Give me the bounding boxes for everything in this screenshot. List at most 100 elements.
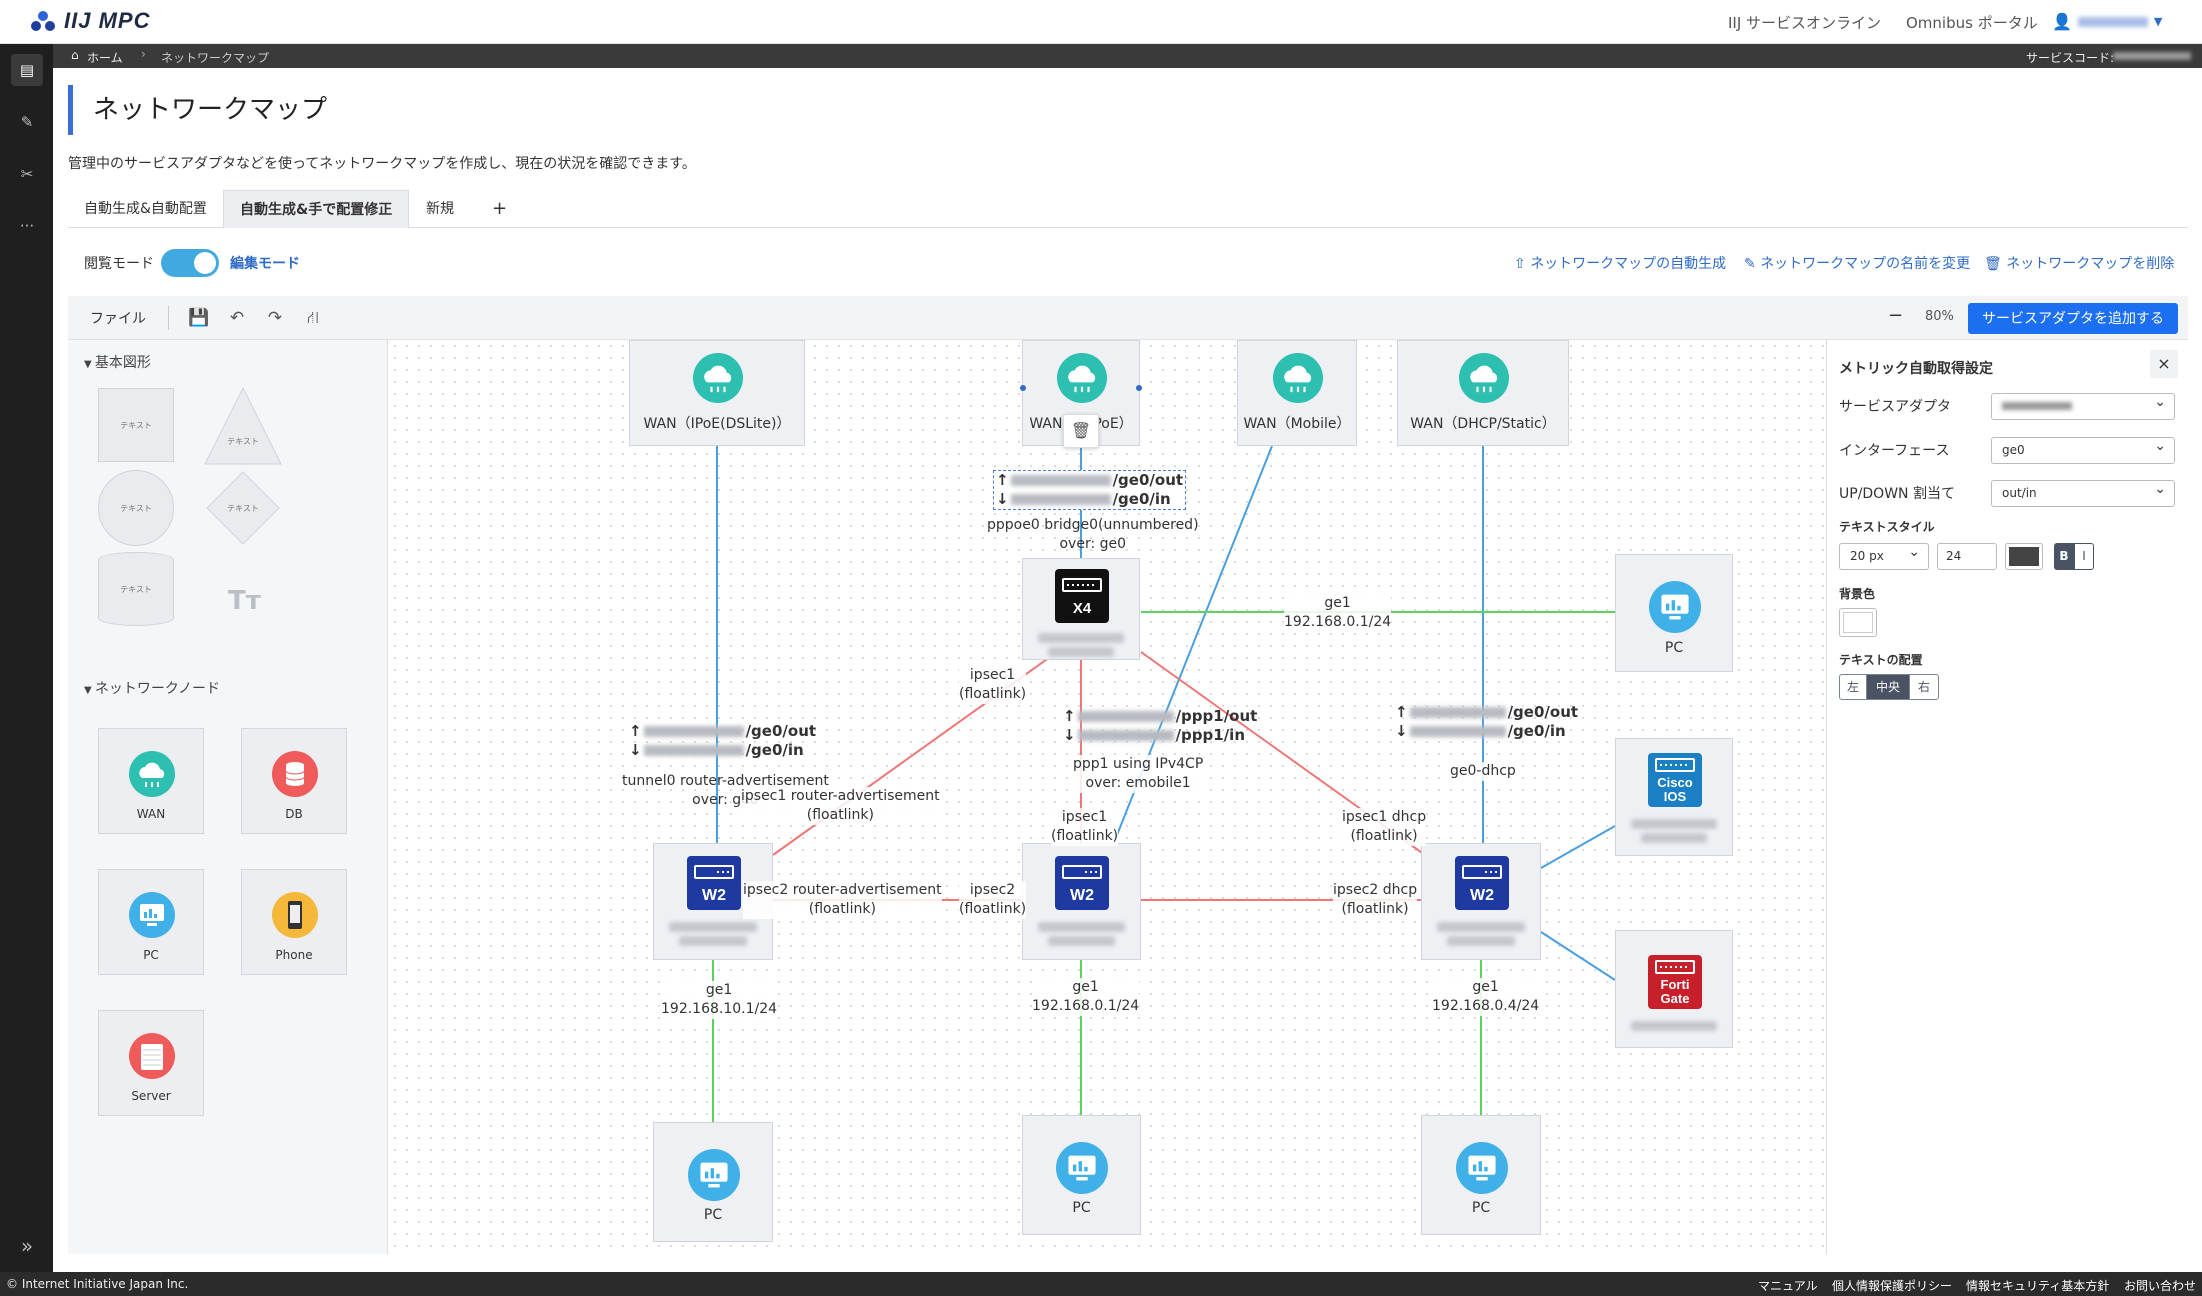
pc-node-right[interactable]: PC [1421,1115,1541,1235]
adapter-label: サービスアダプタ [1839,399,1951,415]
x4-node[interactable]: X4 [1022,558,1140,660]
app-logo[interactable]: IIJ MPC [30,8,150,34]
mode-toggle[interactable] [161,249,219,277]
wan-node-dhcp[interactable]: WAN（DHCP/Static） [1397,340,1569,446]
w2-node-center[interactable]: W2 [1022,843,1141,960]
pc-label: PC [1664,640,1684,656]
undo-icon[interactable]: ↶ [229,308,245,328]
phone-icon [272,892,318,938]
palette-wan-node[interactable]: WAN [98,728,204,834]
cloud-icon [693,353,743,403]
map-tabs: 自動生成&自動配置 自動生成&手で配置修正 新規 + [68,190,2188,228]
palette-db-node[interactable]: DB [241,728,347,834]
footer-manual-link[interactable]: マニュアル [1758,1279,1818,1293]
triangle-shape[interactable]: テキスト [203,386,283,466]
hostname-blurred [1447,936,1515,946]
breadcrumb-home[interactable]: ホーム [87,51,123,65]
save-icon[interactable]: 💾 [188,308,210,328]
file-menu[interactable]: ファイル [90,311,146,327]
basic-shapes-header[interactable]: ▼ 基本図形 [84,355,151,371]
pc-node-center[interactable]: PC [1022,1115,1141,1235]
tools-icon[interactable]: ✂ [20,165,34,183]
expand-icon[interactable]: » [20,1234,34,1258]
delete-node-button[interactable]: 🗑 [1063,414,1099,448]
align-right-button[interactable]: 右 [1909,674,1939,700]
selection-handle[interactable] [1136,385,1142,391]
redo-icon[interactable]: ↷ [267,308,283,328]
bold-toggle[interactable]: B [2054,543,2074,570]
tab-manual-layout[interactable]: 自動生成&手で配置修正 [223,190,410,228]
user-gear-icon: 👤 [2052,12,2072,31]
circle-shape[interactable]: テキスト [98,470,174,546]
bg-color-label: 背景色 [1839,587,1876,601]
bg-color-swatch[interactable] [1839,608,1877,637]
router-w2-icon: W2 [1455,856,1509,910]
add-adapter-button[interactable]: サービスアダプタを追加する [1968,303,2178,334]
svg-text:W2: W2 [1470,887,1494,904]
traffic-label-mobile: ↑/ppp1/out ↓/ppp1/in [1063,707,1258,744]
footer-privacy-link[interactable]: 個人情報保護ポリシー [1832,1279,1953,1293]
network-map-canvas[interactable]: WAN（IPoE(DSLite)） WAN（PPPoE） 🗑 WAN（Mobil… [389,340,1826,1254]
palette-phone-node[interactable]: Phone [241,869,347,975]
user-menu[interactable]: 👤 ▼ [2052,12,2162,31]
selection-handle[interactable] [1020,385,1026,391]
svg-text:テキスト: テキスト [227,437,259,446]
delete-map-link[interactable]: 🗑 ネットワークマップを削除 [1984,256,2175,272]
footer-security-link[interactable]: 情報セキュリティ基本方針 [1966,1279,2110,1293]
toggle-knob [194,252,216,274]
text-tool[interactable]: Tт [228,586,261,616]
interface-select[interactable]: ge0 [1991,434,2175,464]
w2-node-left[interactable]: W2 [653,843,773,960]
rect-shape[interactable]: テキスト [98,388,174,462]
wan-node-mobile[interactable]: WAN（Mobile） [1237,340,1357,446]
ip-blurred [1409,726,1506,737]
close-button[interactable]: × [2150,350,2178,378]
align-center-button[interactable]: 中央 [1866,674,1910,700]
auto-layout-icon[interactable]: ⛙ [307,308,319,328]
edit-icon[interactable]: ✎ [20,113,34,131]
updown-select[interactable]: out/in [1991,477,2175,507]
server-icon[interactable]: ▤ [11,54,43,86]
rename-map-link[interactable]: ✎ ネットワークマップの名前を変更 [1744,256,1971,272]
adapter-value-blurred [2002,402,2072,410]
network-nodes-header[interactable]: ▼ ネットワークノード [84,681,221,697]
omnibus-portal-link[interactable]: Omnibus ポータル [1906,14,2038,32]
w2-node-right[interactable]: W2 [1421,843,1541,960]
ip-blurred [1010,494,1111,505]
line-height-input[interactable]: 24 [1937,543,1997,570]
iij-service-online-link[interactable]: IIJ サービスオンライン [1728,14,1882,32]
align-left-button[interactable]: 左 [1839,674,1867,700]
text-color-swatch[interactable] [2005,543,2043,570]
view-mode-label: 閲覧モード [84,256,154,272]
palette-pc-node[interactable]: PC [98,869,204,975]
italic-toggle[interactable]: I [2074,543,2094,570]
router-x4-icon: X4 [1055,569,1109,623]
pc-node-left[interactable]: PC [653,1122,773,1242]
pc-node-x4[interactable]: PC [1615,554,1733,672]
font-size-select[interactable]: 20 px [1839,540,1929,570]
cylinder-shape[interactable]: テキスト [98,552,174,626]
palette-server-node[interactable]: Server [98,1010,204,1116]
interface-label: インターフェース [1839,443,1950,459]
database-icon [272,751,318,797]
add-tab-button[interactable]: + [492,198,508,219]
autogen-map-link[interactable]: ⇧ ネットワークマップの自動生成 [1514,256,1727,272]
adapter-select[interactable] [1991,390,2175,420]
home-icon[interactable]: ⌂ [71,48,79,62]
zoom-out-button[interactable]: − [1888,305,1904,326]
footer-contact-link[interactable]: お問い合わせ [2124,1279,2197,1293]
diamond-shape[interactable]: テキスト [203,468,283,548]
router-w2-icon: W2 [687,856,741,910]
hostname-blurred [1641,833,1707,843]
tab-auto-layout[interactable]: 自動生成&自動配置 [84,201,207,217]
traffic-label-pppoe[interactable]: ↑/ge0/out ↓/ge0/in [993,470,1187,510]
more-icon[interactable]: ··· [19,217,35,235]
tab-new[interactable]: 新規 [426,201,454,217]
wan-node-ipoe[interactable]: WAN（IPoE(DSLite)） [629,340,805,446]
hostname-blurred [1631,1021,1717,1031]
